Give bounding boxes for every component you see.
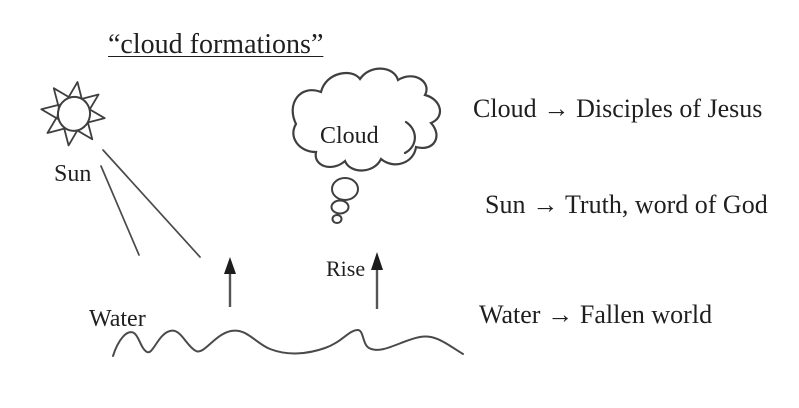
legend-item-sun: Sun→Truth, word of God [485,192,768,218]
legend-item-cloud: Cloud→Disciples of Jesus [473,96,762,122]
cloud-inner-stroke [403,120,416,155]
legend-meaning: Truth, word of God [564,190,768,219]
water-wave-icon [112,329,464,357]
right-arrow-icon: → [543,94,570,123]
sun-label: Sun [54,161,92,187]
up-arrow-icon-left [224,257,236,307]
right-arrow-icon: → [532,190,559,219]
diagram-title: “cloud formations” [108,29,324,60]
sun-icon [39,80,107,148]
thought-bubbles-icon [330,177,359,224]
legend-item-water: Water→Fallen world [479,302,712,328]
legend-symbol: Sun [485,190,526,219]
legend-meaning: Fallen world [579,300,713,329]
right-arrow-icon: → [547,300,574,329]
water-label: Water [89,306,146,332]
legend-symbol: Water [479,300,541,329]
cloud-label: Cloud [320,123,379,149]
legend-symbol: Cloud [473,94,537,123]
sun-rays-lines [100,149,201,258]
legend-meaning: Disciples of Jesus [576,94,763,123]
rise-label: Rise [326,256,366,281]
up-arrow-icon-right [371,252,383,309]
cloud-icon [291,67,442,172]
